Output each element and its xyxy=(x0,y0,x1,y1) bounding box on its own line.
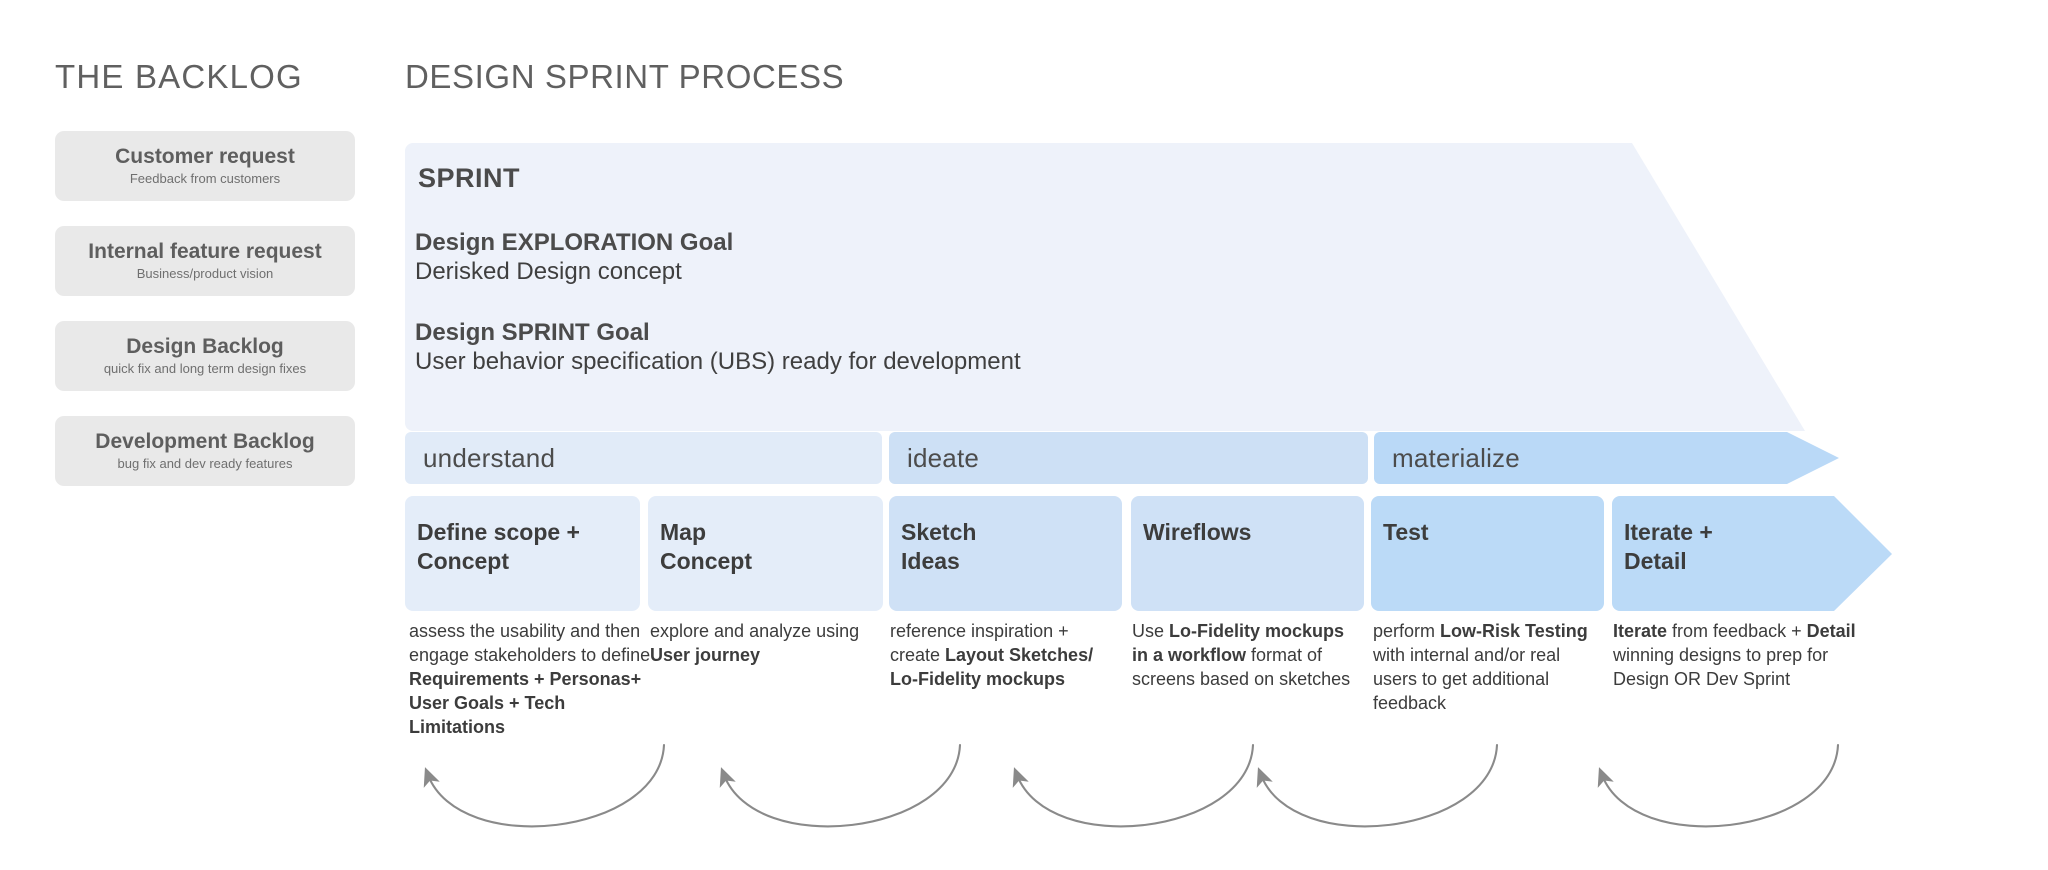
goal-body: User behavior specification (UBS) ready … xyxy=(415,348,1021,376)
backlog-card-customer-request[interactable]: Customer request Feedback from customers xyxy=(55,131,355,201)
backlog-card-internal-feature-request[interactable]: Internal feature request Business/produc… xyxy=(55,226,355,296)
step-description-map-concept: explore and analyze using User journey xyxy=(650,621,860,665)
backlog-column: THE BACKLOG Customer request Feedback fr… xyxy=(55,58,355,511)
backlog-card-title: Development Backlog xyxy=(95,429,315,453)
step-description-test: perform Low-Risk Testing with internal a… xyxy=(1373,621,1588,713)
goal-heading: Design EXPLORATION Goal xyxy=(415,229,734,256)
loop-arrow-1 xyxy=(423,743,666,828)
loop-arrow-2 xyxy=(719,743,962,828)
design-sprint-goal: Design SPRINT Goal User behavior specifi… xyxy=(415,318,1021,377)
step-description-iterate-detail: Iterate from feedback + Detail winning d… xyxy=(1613,621,1856,689)
loop-arrow-3 xyxy=(1012,743,1255,828)
goal-heading: Design SPRINT Goal xyxy=(415,319,650,346)
step-description-sketch-ideas: reference inspiration + create Layout Sk… xyxy=(890,621,1094,689)
loop-arrow-5 xyxy=(1597,743,1840,828)
step-card-sketch-ideas[interactable]: Sketch Ideas xyxy=(889,496,1122,611)
backlog-card-title: Customer request xyxy=(115,144,295,168)
phase-label: understand xyxy=(423,442,556,473)
step-card-define-scope-concept[interactable]: Define scope + Concept xyxy=(405,496,640,611)
backlog-card-title: Design Backlog xyxy=(126,334,284,358)
step-card-title: Test xyxy=(1383,519,1429,545)
step-card-test[interactable]: Test xyxy=(1371,496,1604,611)
step-card-title: Map Concept xyxy=(660,519,752,574)
process-column-header: DESIGN SPRINT PROCESS xyxy=(405,58,844,96)
loop-arrow-4 xyxy=(1256,743,1499,828)
goal-body: Derisked Design concept xyxy=(415,258,682,286)
step-card-map-concept[interactable]: Map Concept xyxy=(648,496,883,611)
backlog-card-design-backlog[interactable]: Design Backlog quick fix and long term d… xyxy=(55,321,355,391)
step-card-wireflows[interactable]: Wireflows xyxy=(1131,496,1364,611)
backlog-card-list: Customer request Feedback from customers… xyxy=(55,131,355,486)
design-exploration-goal: Design EXPLORATION Goal Derisked Design … xyxy=(415,228,733,287)
step-description-wireflows: Use Lo-Fidelity mockups in a workflow fo… xyxy=(1132,621,1351,689)
step-description-define-scope-concept: assess the usability and then engage sta… xyxy=(409,621,651,737)
phase-bar-understand[interactable]: understand xyxy=(405,432,882,484)
backlog-card-subtitle: Feedback from customers xyxy=(129,171,281,187)
step-card-iterate-detail[interactable]: Iterate + Detail xyxy=(1612,496,1892,611)
phase-bar-ideate[interactable]: ideate xyxy=(889,432,1368,484)
process-heading: DESIGN SPRINT PROCESS xyxy=(405,58,845,95)
backlog-card-title: Internal feature request xyxy=(88,239,322,263)
backlog-card-subtitle: Business/product vision xyxy=(136,266,274,282)
phase-bar-materialize[interactable]: materialize xyxy=(1374,432,1839,484)
backlog-card-subtitle: quick fix and long term design fixes xyxy=(103,361,307,377)
backlog-heading: THE BACKLOG xyxy=(55,58,303,95)
step-card-title: Define scope + Concept xyxy=(417,519,580,574)
phase-label: ideate xyxy=(907,442,980,473)
step-card-title: Wireflows xyxy=(1143,519,1252,545)
backlog-card-development-backlog[interactable]: Development Backlog bug fix and dev read… xyxy=(55,416,355,486)
step-card-title: Iterate + Detail xyxy=(1624,519,1713,574)
step-card-title: Sketch Ideas xyxy=(901,519,977,574)
sprint-banner xyxy=(405,143,1805,431)
phase-label: materialize xyxy=(1392,442,1520,473)
backlog-card-subtitle: bug fix and dev ready features xyxy=(117,456,293,472)
sprint-label: SPRINT xyxy=(418,163,521,193)
